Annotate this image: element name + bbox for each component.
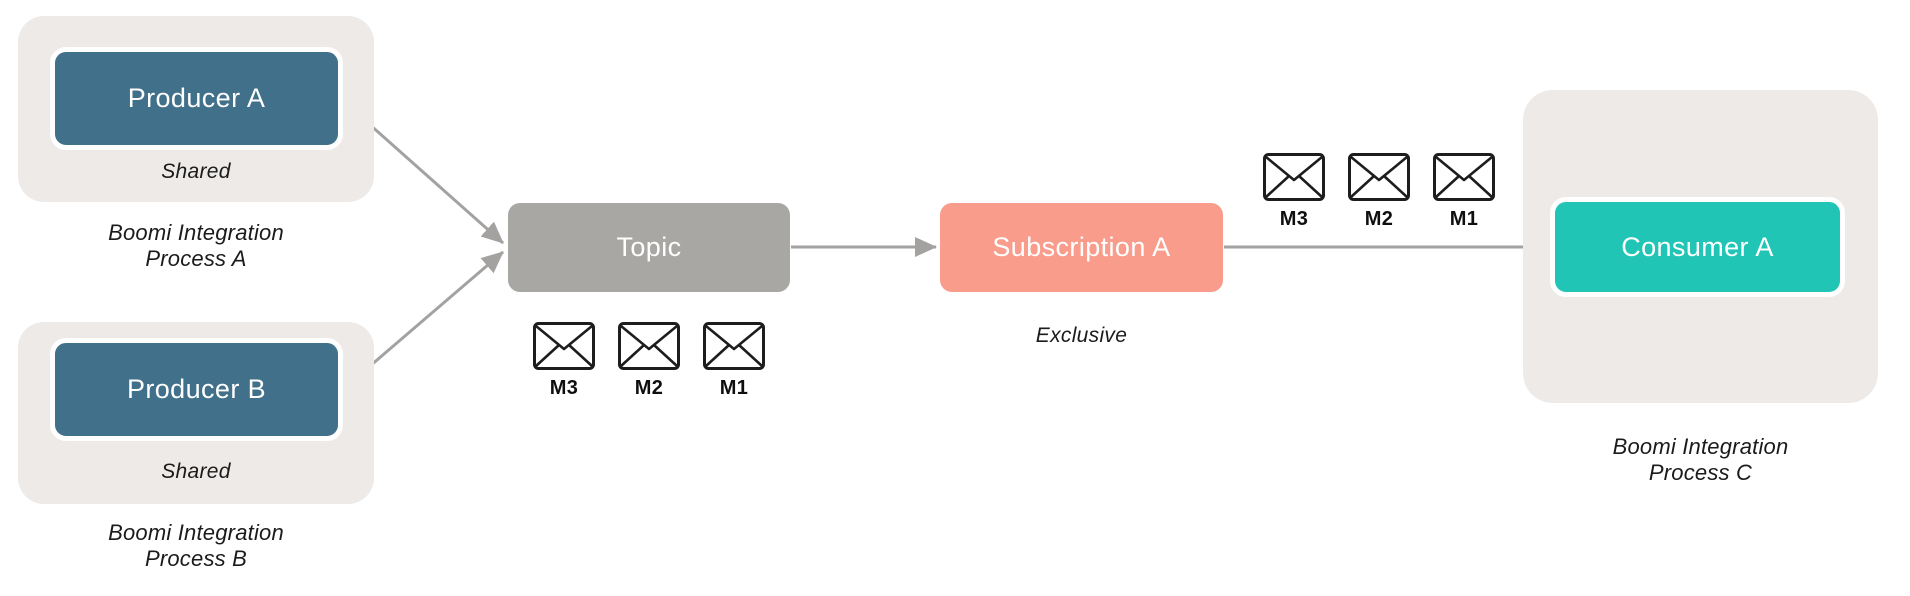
consumer-a-caption-line2: Process C [1648,460,1753,485]
producer-b-caption-line2: Process B [144,546,248,571]
message-label: M1 [1449,208,1479,230]
consumer-a-caption: Boomi Integration Process C [1523,434,1878,486]
inflight-message-m3: M3 [1263,153,1325,231]
subscription-mode-label: Exclusive [1035,324,1128,347]
producer-b-caption-line1: Boomi Integration [108,520,284,545]
envelope-icon [1433,153,1495,201]
producer-a-caption: Boomi Integration Process A [18,220,374,272]
producer-a-mode-label: Shared [161,160,231,183]
envelope-icon [1348,153,1410,201]
message-label: M2 [1364,208,1394,230]
message-label: M3 [549,377,579,399]
envelope-icon [703,322,765,370]
producer-b-node: Producer B [50,338,343,441]
topic-message-m2: M2 [618,322,680,400]
topic-label: Topic [616,232,682,262]
subscription-a-node: Subscription A [940,203,1223,292]
topic-node: Topic [508,203,790,292]
inflight-message-m2: M2 [1348,153,1410,231]
message-label: M2 [634,377,664,399]
producer-b-label: Producer B [126,374,267,404]
subscription-a-label: Subscription A [992,232,1171,262]
producer-b-caption: Boomi Integration Process B [18,520,374,572]
consumer-a-node: Consumer A [1550,197,1845,297]
message-label: M3 [1279,208,1309,230]
consumer-a-caption-line1: Boomi Integration [1612,434,1789,459]
producer-a-node: Producer A [50,47,343,150]
envelope-icon [533,322,595,370]
message-label: M1 [719,377,749,399]
envelope-icon [618,322,680,370]
topic-message-m3: M3 [533,322,595,400]
topic-message-m1: M1 [703,322,765,400]
producer-a-caption-line1: Boomi Integration [108,220,284,245]
consumer-a-label: Consumer A [1621,231,1774,262]
envelope-icon [1263,153,1325,201]
producer-a-label: Producer A [127,83,266,113]
producer-b-mode-label: Shared [161,460,231,483]
inflight-message-m1: M1 [1433,153,1495,231]
producer-a-caption-line2: Process A [145,246,247,271]
